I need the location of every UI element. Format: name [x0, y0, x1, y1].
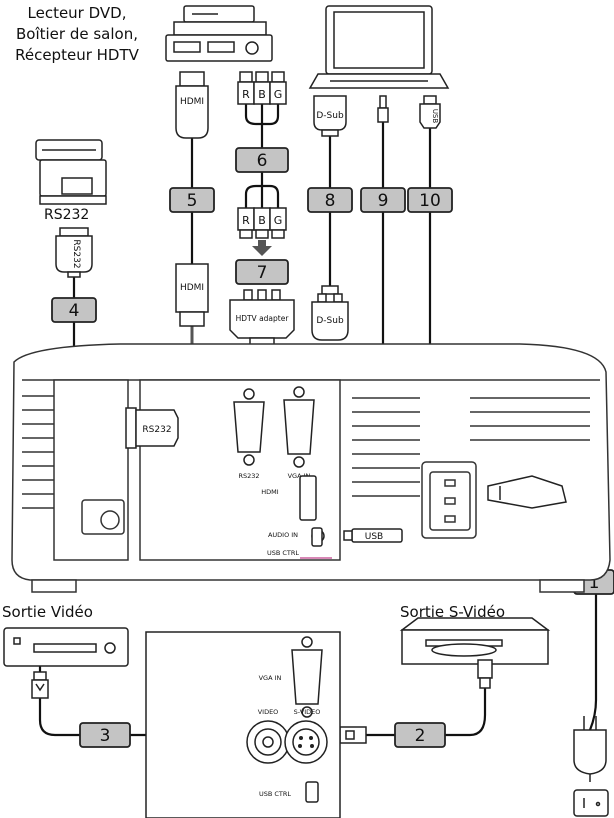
hdtv-adapter-label: HDTV adapter [236, 314, 290, 323]
badge-8: 8 [325, 191, 336, 211]
rs232-adapter [125, 407, 179, 449]
hdtv-adapter [229, 289, 295, 346]
badge-6: 6 [257, 151, 268, 171]
dvd-label-line2: Boîtier de salon, [16, 25, 138, 43]
computer-icon [35, 139, 107, 205]
audio-usb-ports [311, 527, 325, 547]
rs232-connector-text: RS232 [71, 239, 81, 268]
svideo-pins [298, 736, 314, 748]
audio-jack-top [377, 95, 389, 123]
power-plug [487, 475, 567, 509]
usb-connector-top [419, 95, 441, 129]
hdmi-connector-bottom [175, 263, 209, 327]
port-usbctrl-label: USB CTRL [267, 549, 299, 557]
panel-video-label: VIDEO [258, 708, 279, 716]
badge-2: 2 [415, 726, 426, 746]
dsub-connector-bottom [311, 285, 349, 341]
hdmi-bottom-label: HDMI [180, 283, 204, 293]
port-audio-label: AUDIO IN [268, 531, 298, 539]
hdmi-connector-top [175, 71, 209, 139]
laptop-icon [308, 5, 450, 89]
vcr-icon [3, 627, 129, 667]
port-vga-label: VGA IN [288, 472, 311, 480]
badge-4: 4 [69, 301, 80, 321]
rca-top-r: R [242, 88, 250, 101]
rca-top-b: B [258, 88, 266, 101]
rs232-adapter-label: RS232 [142, 425, 171, 435]
rca-connectors-bottom [237, 207, 287, 239]
port-rs232-label: RS232 [238, 472, 259, 480]
dvd-label-line3: Récepteur HDTV [15, 46, 140, 64]
usb-plug-label: USB [365, 532, 383, 542]
dvd-player-bottom-icon [399, 617, 551, 665]
input-panel [145, 631, 341, 818]
panel-vga-label: VGA IN [259, 674, 282, 682]
power-outlet-icon [573, 789, 609, 817]
rca-bottom-r: R [242, 214, 250, 227]
panel-usbctrl-label: USB CTRL [259, 790, 291, 798]
dvd-player-icon [165, 5, 273, 62]
svideo-plug-panel [339, 726, 367, 744]
badge-7: 7 [257, 263, 268, 283]
rs232-label: RS232 [44, 207, 89, 223]
panel-svideo-label: S-VIDEO [294, 708, 321, 716]
svideo-plug-top [477, 659, 493, 689]
arrow-down-icon [252, 240, 272, 256]
vga-port [283, 386, 315, 468]
badge-1: 1 [589, 573, 600, 593]
dvd-label-line1: Lecteur DVD, [28, 4, 127, 22]
wall-plug [573, 716, 607, 782]
dsub-bottom-label: D-Sub [316, 316, 344, 326]
badge-3: 3 [100, 726, 111, 746]
projector-body [11, 343, 611, 593]
rs232-connector-top [55, 227, 93, 278]
hdmi-port [299, 475, 317, 521]
rca-top-g: G [274, 88, 283, 101]
usb-top-label: USB [431, 109, 439, 124]
rca-connectors-top [237, 71, 287, 105]
badge-9: 9 [378, 191, 389, 211]
usb-plug-projector [343, 528, 403, 543]
rca-bottom-g: G [274, 214, 283, 227]
hdmi-top-label: HDMI [180, 97, 204, 107]
svideo-out-label: Sortie S-Vidéo [400, 603, 505, 621]
rca-bottom-b: B [258, 214, 266, 227]
badge-5: 5 [187, 191, 198, 211]
badge-10: 10 [419, 191, 441, 211]
port-hdmi-label: HDMI [261, 488, 279, 496]
dsub-top-label: D-Sub [316, 111, 344, 121]
dsub-connector-top [313, 95, 347, 137]
rs232-port [233, 388, 265, 466]
composite-plug [31, 671, 49, 699]
video-out-label: Sortie Vidéo [2, 603, 93, 621]
